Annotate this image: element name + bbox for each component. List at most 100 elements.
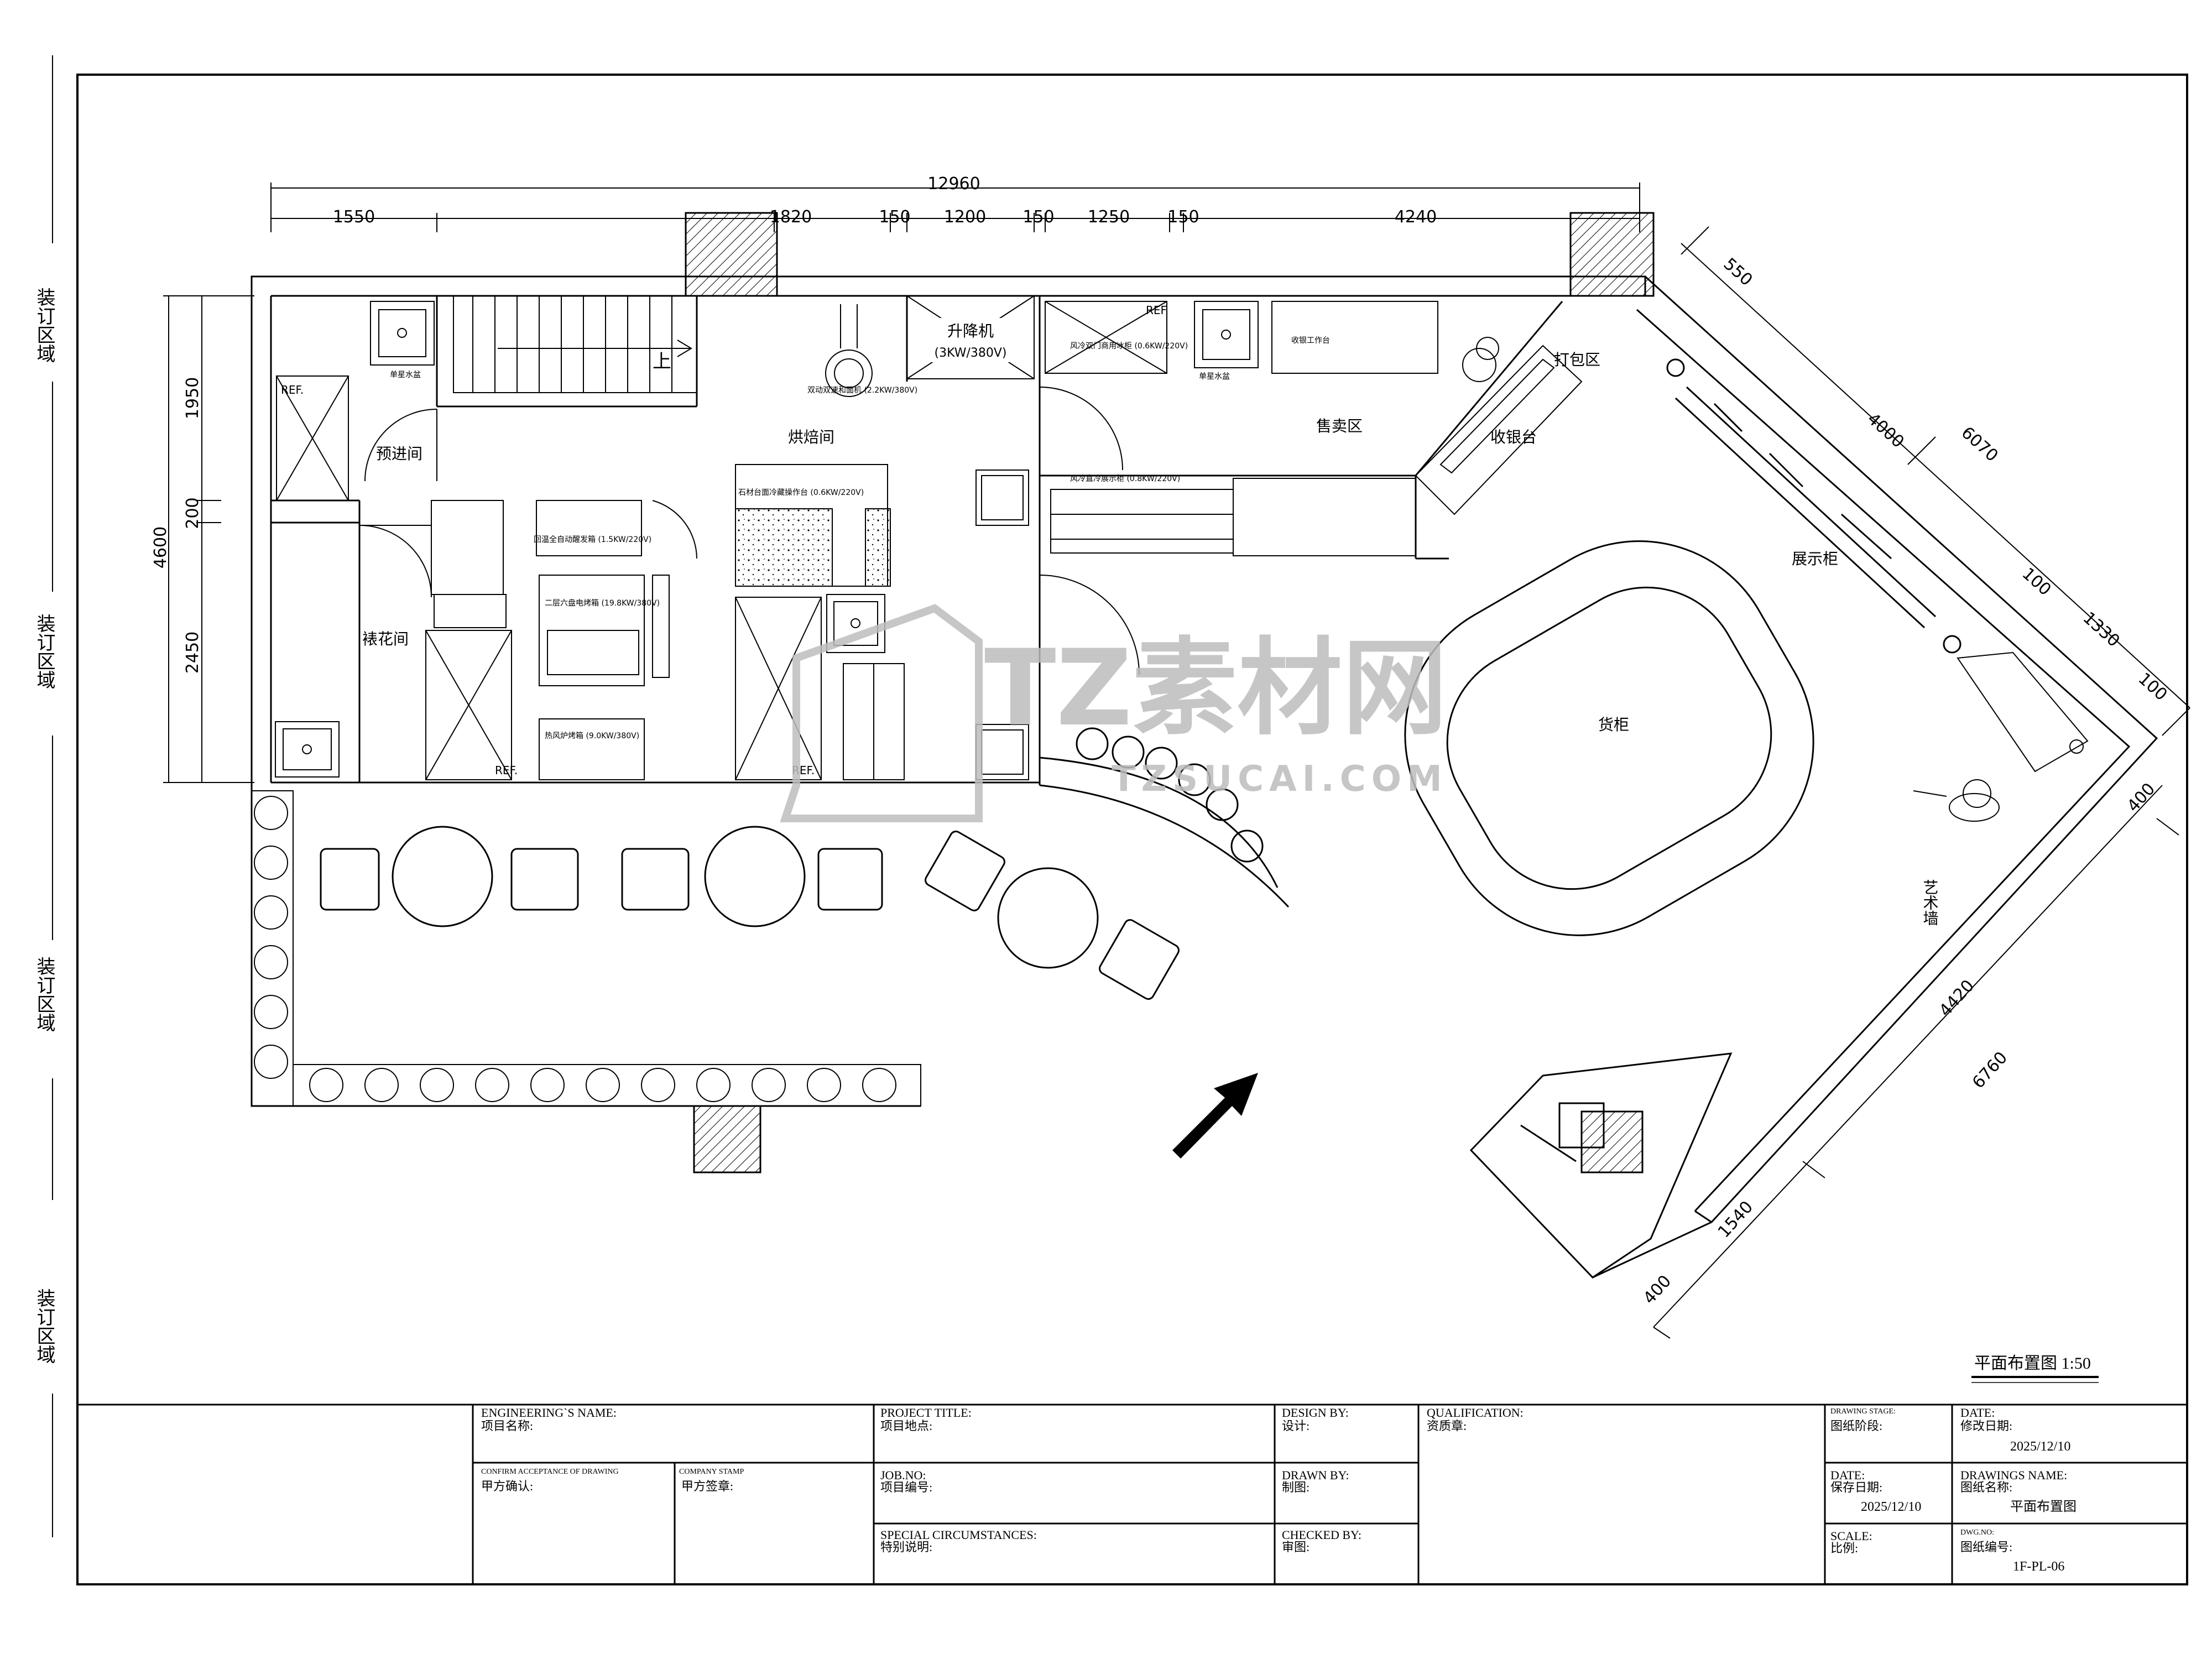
dim-right-4: 100: [2018, 564, 2055, 599]
sink-sales: [1194, 301, 1259, 368]
dim-right-3: 6070: [1958, 423, 2002, 466]
left-dimensions: [163, 295, 254, 783]
watermark: TZ素材网 TZSUCAI.COM: [780, 604, 1448, 822]
dim-top-4: 1200: [944, 207, 986, 227]
planter-boxes: [251, 790, 921, 1107]
watermark-sub: TZSUCAI.COM: [1112, 759, 1448, 800]
room-pack: 打包区: [1554, 351, 1600, 369]
equip-label-9: 石材台面冷藏操作台 (0.6KW/220V): [738, 488, 864, 497]
room-flower: 裱花间: [362, 630, 409, 648]
tb-stamp-cn: 甲方签章:: [681, 1479, 733, 1493]
binding-zone-label-4: 装订区域: [33, 1288, 55, 1364]
fridge-prep: [276, 375, 349, 501]
tb-engineering-cn: 项目名称:: [481, 1419, 533, 1433]
sink-prep: [370, 301, 435, 366]
curved-counter: [1039, 727, 1290, 908]
stone-counter: [735, 508, 833, 587]
tb-stamp-en: COMPANY STAMP: [679, 1468, 744, 1476]
tb-dwgno-val: 1F-PL-06: [2013, 1559, 2064, 1574]
fridge-flower: [425, 630, 512, 780]
fridge-label-3: REF.: [495, 764, 518, 777]
dim-total-width: 12960: [927, 174, 980, 194]
dim-right-8: 4420: [1936, 976, 1978, 1020]
tb-dwgname-en: DRAWINGS NAME:: [1960, 1468, 2067, 1482]
tb-job-cn: 项目编号:: [880, 1480, 932, 1494]
dim-right-9: 6760: [1969, 1048, 2011, 1092]
dim-right-11: 400: [1640, 1271, 1675, 1308]
north-arrow: [1172, 1073, 1258, 1159]
equip-label-2: 单星水盆: [1199, 372, 1230, 381]
dim-right-2: 4000: [1864, 409, 1908, 452]
tb-project-cn: 项目地点:: [880, 1419, 932, 1433]
dim-top-7: 150: [1167, 207, 1199, 227]
dim-right-6: 100: [2135, 669, 2171, 705]
mixer: [825, 304, 873, 397]
column-right: [1580, 1110, 1644, 1173]
lift-spec: (3KW/380V): [934, 346, 1006, 360]
tb-date1-val: 2025/12/10: [2010, 1439, 2070, 1454]
tb-dwgname-cn: 图纸名称:: [1960, 1480, 2012, 1494]
staircase: [453, 295, 697, 393]
right-dimensions: [1653, 226, 2190, 1339]
watermark-main: TZ素材网: [984, 627, 1447, 749]
dim-right-5: 1330: [2079, 608, 2124, 651]
equip-label-7: 二层六盘电烤箱 (19.8KW/380V): [545, 598, 660, 608]
dim-top-3: 150: [879, 207, 910, 227]
binding-zone-label-1: 装订区域: [33, 288, 55, 363]
column-bottom: [693, 1105, 761, 1173]
tb-special-cn: 特别说明:: [880, 1540, 932, 1554]
dim-left-2: 200: [183, 497, 202, 529]
binding-zone: 装订区域 装订区域 装订区域 装订区域: [33, 55, 55, 1537]
tb-design-cn: 设计:: [1282, 1419, 1310, 1433]
fridge-sales: [1045, 301, 1167, 374]
tb-confirm-cn: 甲方确认:: [481, 1479, 533, 1493]
equip-label-6: 回温全自动醒发箱 (1.5KW/220V): [534, 535, 651, 544]
binding-zone-label-3: 装订区域: [33, 957, 55, 1032]
room-sales: 售卖区: [1316, 417, 1363, 435]
stairs-up-label: 上: [653, 351, 671, 373]
tb-confirm-en: CONFIRM ACCEPTANCE OF DRAWING: [481, 1468, 619, 1476]
dim-left-3: 2450: [183, 632, 202, 674]
goods-cabinet: [1404, 540, 1814, 936]
equip-label-1: 单星水盆: [390, 371, 421, 379]
room-goods: 货柜: [1598, 716, 1629, 734]
room-cashier: 收银台: [1490, 428, 1537, 446]
equip-label-11: 风冷双门商用冰柜 (0.6KW/220V): [1070, 342, 1188, 351]
tb-dwgno-cn: 图纸编号:: [1960, 1540, 2012, 1554]
staff-figure: [1913, 779, 2000, 822]
corner-cabinet: [1957, 651, 2089, 773]
tb-checked-cn: 审图:: [1282, 1540, 1310, 1554]
tb-drawn-cn: 制图:: [1282, 1480, 1310, 1494]
tb-date2-val: 2025/12/10: [1861, 1500, 1921, 1514]
dim-right-1: 550: [1720, 254, 1756, 290]
interior-partitions: [271, 296, 1563, 785]
room-bake: 烘焙间: [788, 428, 834, 446]
fridge-label-1: REF.: [281, 383, 304, 397]
dim-total-height: 4600: [151, 526, 170, 568]
scale-label: 平面布置图 1:50: [1974, 1354, 2091, 1373]
tb-checked-en: CHECKED BY:: [1282, 1528, 1361, 1542]
room-art-wall: 艺术墙: [1921, 879, 1939, 926]
dim-top-5: 150: [1022, 207, 1054, 227]
equip-label-8: 热风炉烤箱 (9.0KW/380V): [545, 732, 639, 740]
dim-top-6: 1250: [1088, 207, 1130, 227]
title-block: [76, 1404, 2188, 1585]
tb-qualification-cn: 资质章:: [1427, 1419, 1467, 1433]
tb-date1-en: DATE:: [1960, 1406, 1995, 1420]
tb-scale-cn: 比例:: [1830, 1541, 1858, 1555]
tb-special-en: SPECIAL CIRCUMSTANCES:: [880, 1528, 1037, 1542]
lift-label: 升降机: [947, 322, 994, 340]
dim-top-8: 4240: [1395, 207, 1437, 227]
dim-top-1: 1550: [333, 207, 375, 227]
tb-design-en: DESIGN BY:: [1282, 1406, 1349, 1420]
tb-dwgno-en: DWG.NO:: [1960, 1528, 1994, 1537]
tb-job-en: JOB.NO:: [880, 1468, 926, 1482]
sink-flower: [275, 721, 340, 778]
tb-scale-en: SCALE:: [1830, 1529, 1872, 1543]
tb-stage-en: DRAWING STAGE:: [1830, 1407, 1896, 1416]
room-prep: 预进间: [376, 445, 422, 463]
column-top-right: [1569, 212, 1655, 297]
tb-date2-cn: 保存日期:: [1830, 1480, 1882, 1494]
column-top-left: [685, 212, 778, 297]
